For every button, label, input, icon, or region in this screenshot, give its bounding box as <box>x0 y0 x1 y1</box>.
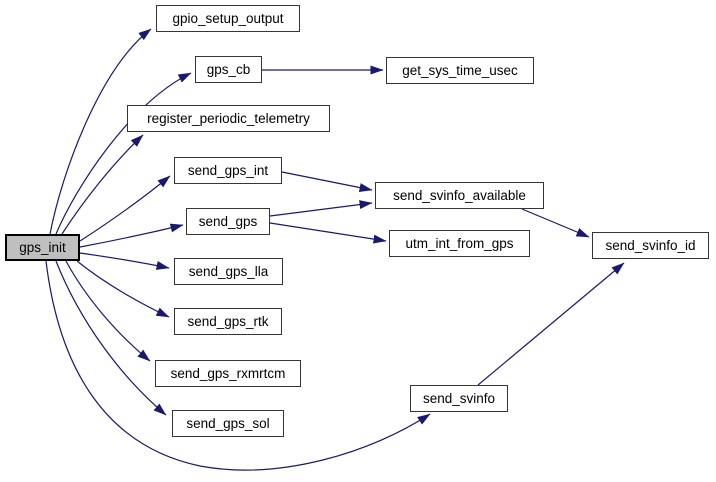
node-gps_cb[interactable]: gps_cb <box>195 56 262 83</box>
node-label-send_gps_lla: send_gps_lla <box>188 263 269 279</box>
edge-gps_init-to-send_gps_rxmrtcm <box>65 260 151 362</box>
node-label-gps_cb: gps_cb <box>206 61 251 77</box>
edge-gps_init-to-send_gps <box>79 223 184 248</box>
node-gpio_setup_output[interactable]: gpio_setup_output <box>156 5 300 32</box>
node-send_gps_rxmrtcm[interactable]: send_gps_rxmrtcm <box>155 360 301 387</box>
node-label-send_gps_rxmrtcm: send_gps_rxmrtcm <box>170 365 286 381</box>
node-send_gps_sol[interactable]: send_gps_sol <box>172 410 284 437</box>
node-send_svinfo_available[interactable]: send_svinfo_available <box>375 182 544 209</box>
node-gps_init: gps_init <box>5 234 80 261</box>
node-label-send_svinfo_id: send_svinfo_id <box>605 237 696 253</box>
node-label-utm_int_from_gps: utm_int_from_gps <box>405 235 514 251</box>
node-label-send_gps_sol: send_gps_sol <box>186 415 270 431</box>
node-label-gpio_setup_output: gpio_setup_output <box>172 10 284 26</box>
node-send_svinfo_id[interactable]: send_svinfo_id <box>592 232 709 259</box>
edge-send_gps_int-to-send_svinfo_available <box>281 171 373 192</box>
node-label-send_svinfo_available: send_svinfo_available <box>393 187 526 203</box>
edge-gps_init-to-send_gps_lla <box>79 252 170 270</box>
node-register_periodic_telemetry[interactable]: register_periodic_telemetry <box>127 105 330 132</box>
edge-send_svinfo-to-send_svinfo_id <box>477 262 625 386</box>
edge-send_gps-to-send_svinfo_available <box>269 200 373 217</box>
node-send_gps_rtk[interactable]: send_gps_rtk <box>174 308 282 335</box>
edge-gps_init-to-gps_cb <box>55 72 192 235</box>
node-label-register_periodic_telemetry: register_periodic_telemetry <box>147 110 310 126</box>
node-label-send_gps_int: send_gps_int <box>187 162 269 178</box>
edge-gps_init-to-send_gps_rtk <box>76 260 170 318</box>
node-send_gps_lla[interactable]: send_gps_lla <box>174 258 283 285</box>
node-label-gps_init: gps_init <box>19 239 66 255</box>
node-send_svinfo[interactable]: send_svinfo <box>410 385 508 412</box>
node-label-send_gps: send_gps <box>198 213 258 229</box>
edge-send_gps-to-utm_int_from_gps <box>269 222 387 244</box>
node-label-get_sys_time_usec: get_sys_time_usec <box>402 62 518 78</box>
node-send_gps_int[interactable]: send_gps_int <box>174 157 282 184</box>
node-label-send_svinfo: send_svinfo <box>422 390 496 406</box>
edge-send_svinfo_available-to-send_svinfo_id <box>521 208 590 238</box>
edge-gps_init-to-send_gps_int <box>79 175 171 242</box>
edge-gps_init-to-send_gps_sol <box>55 260 167 416</box>
node-send_gps[interactable]: send_gps <box>186 208 270 235</box>
node-label-send_gps_rtk: send_gps_rtk <box>187 313 269 329</box>
edge-group <box>45 28 625 471</box>
node-get_sys_time_usec[interactable]: get_sys_time_usec <box>386 57 534 84</box>
edge-gps_init-to-register_periodic_telemetry <box>61 134 144 235</box>
node-utm_int_from_gps[interactable]: utm_int_from_gps <box>389 230 530 257</box>
